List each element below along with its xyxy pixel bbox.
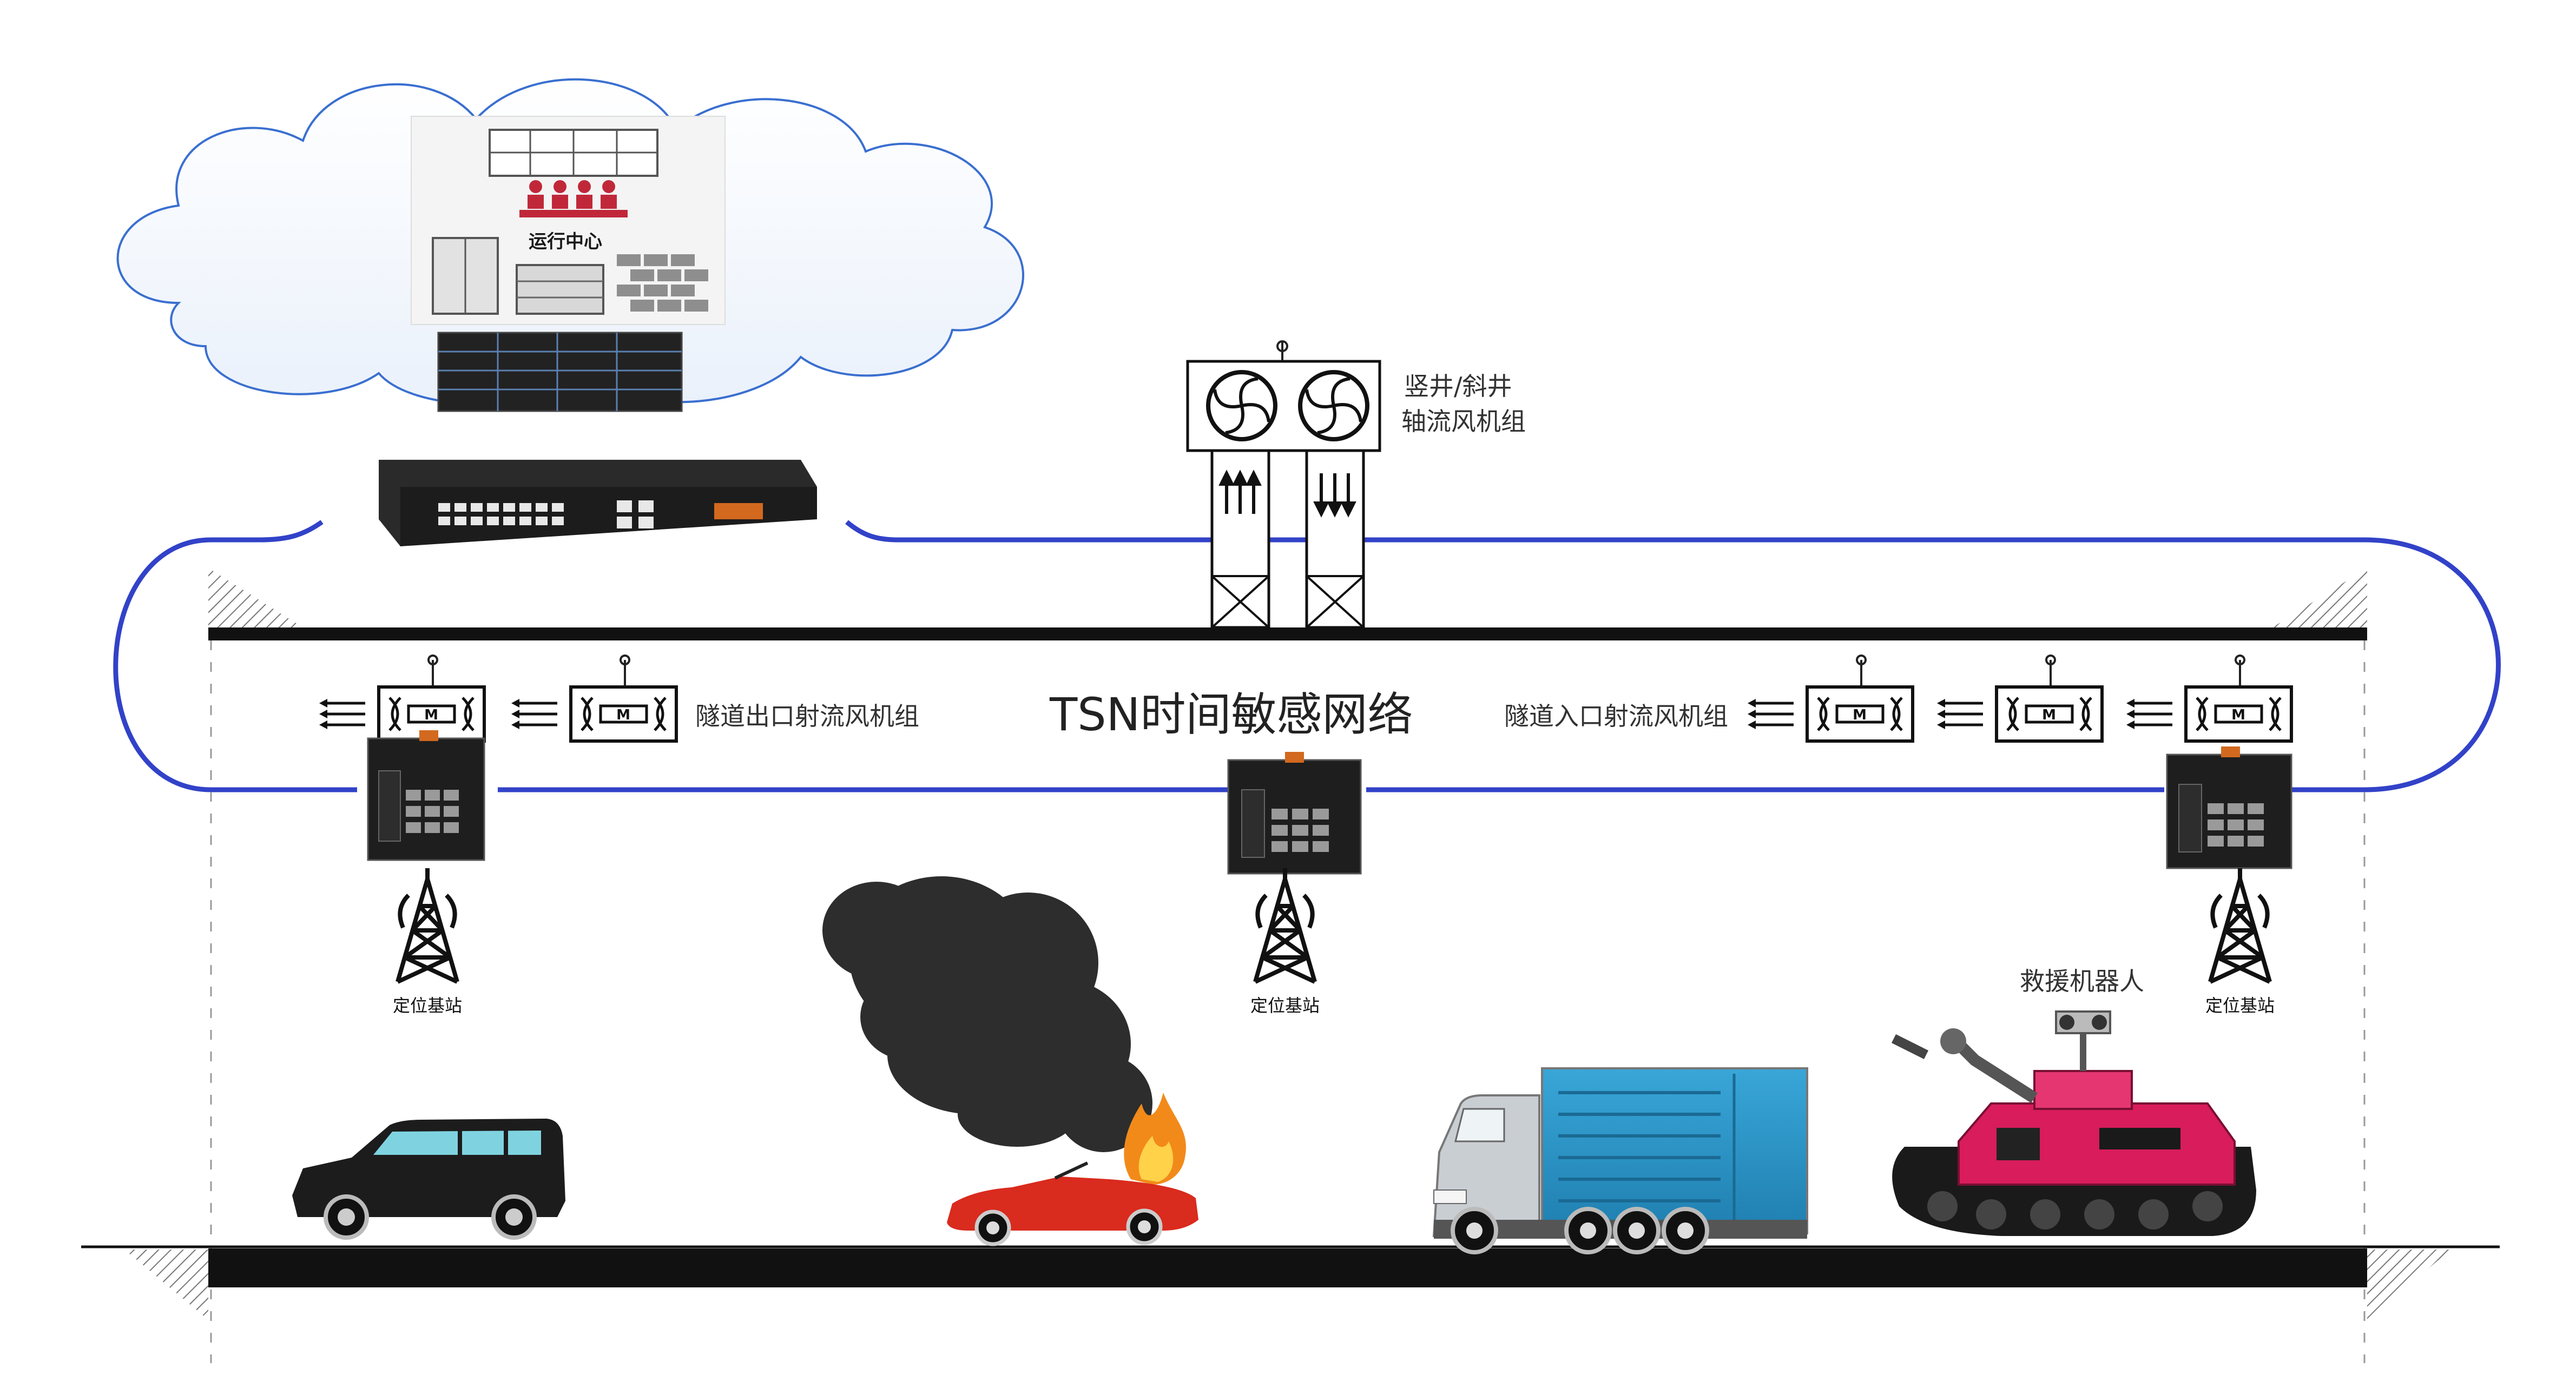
svg-text:M: M (616, 707, 630, 723)
ops-center-label: 运行中心 (529, 231, 602, 253)
smoke-cloud (822, 876, 1152, 1152)
radio-tower-icon: 定位基站 (2205, 868, 2275, 1016)
operations-center: 运行中心 (411, 116, 726, 325)
industrial-switch-icon (1227, 752, 1362, 875)
radio-tower-icon: 定位基站 (393, 868, 462, 1016)
jet-fan-icon: M (1937, 655, 2104, 743)
tsn-ring-top-left (113, 520, 357, 792)
svg-text:M: M (2231, 707, 2245, 723)
svg-text:M: M (424, 707, 438, 723)
jet-fan-icon: M (1748, 655, 1914, 743)
box-truck (1432, 1067, 1808, 1254)
tsn-ring-top-right (845, 520, 2501, 792)
red-convertible (947, 1161, 1198, 1246)
tunnel-ceiling (208, 568, 2367, 640)
svg-text:M: M (2042, 707, 2056, 723)
jet-fan-icon: M (319, 655, 486, 743)
rescue-robot: 救援机器人 (1891, 967, 2256, 1236)
svg-text:M: M (1853, 707, 1867, 723)
black-suv (292, 1119, 565, 1240)
tunnel-floor (81, 1245, 2500, 1320)
base-station-label: 定位基站 (1250, 995, 1320, 1016)
tsn-network-label: TSN时间敏感网络 (1049, 688, 1413, 741)
base-station-label: 定位基站 (393, 995, 462, 1016)
jet-fan-icon: M (511, 655, 678, 743)
core-switch (379, 460, 817, 546)
shaft-fans-label-line2: 轴流风机组 (1401, 407, 1526, 436)
axial-fan-icon (1186, 340, 1381, 629)
industrial-switch-icon (2166, 746, 2292, 869)
base-station-label: 定位基站 (2205, 995, 2275, 1016)
industrial-switch-icon (367, 730, 485, 861)
entry-fans-label: 隧道入口射流风机组 (1504, 702, 1728, 731)
fire-icon (1124, 1093, 1186, 1185)
storage-server (437, 332, 683, 412)
exit-fans-label: 隧道出口射流风机组 (695, 702, 919, 731)
jet-fan-icon: M (2126, 655, 2293, 743)
shaft-fans-label-line1: 竖井/斜井 (1404, 372, 1512, 401)
radio-tower-icon: 定位基站 (1250, 868, 1320, 1016)
rescue-robot-label: 救援机器人 (2020, 967, 2144, 996)
